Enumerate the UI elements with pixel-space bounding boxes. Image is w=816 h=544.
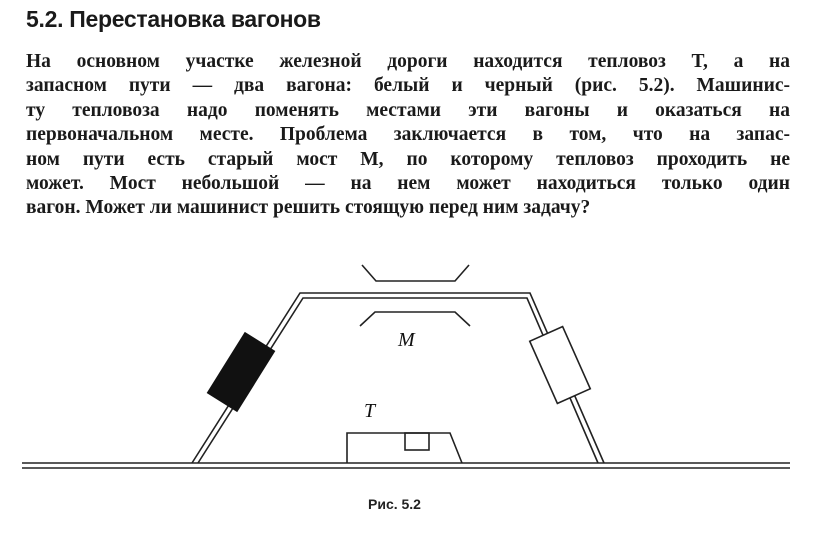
problem-text: На основном участке железной дороги нахо… xyxy=(26,50,790,221)
text-line: первоначальном месте. Проблема заключает… xyxy=(26,124,790,146)
locomotive-cab xyxy=(404,432,430,451)
text-line: ту тепловоза надо поменять местами эти в… xyxy=(26,99,790,121)
white-wagon xyxy=(528,325,592,405)
figure-caption: Рис. 5.2 xyxy=(368,496,421,512)
main-track xyxy=(22,462,790,469)
text-line: На основном участке железной дороги нахо… xyxy=(26,51,790,72)
bridge-lower-rail xyxy=(359,311,471,327)
siding-track-inner xyxy=(197,297,599,464)
text-line: запасном пути — два вагона: белый и черн… xyxy=(26,75,790,97)
bridge-upper-rail xyxy=(361,264,470,282)
bridge-label: M xyxy=(397,329,416,351)
text-line: вагон. Может ли машинист решить стоящую … xyxy=(26,197,591,219)
locomotive-body xyxy=(346,432,463,464)
black-wagon xyxy=(206,331,276,413)
section-title: 5.2. Перестановка вагонов xyxy=(26,6,321,32)
locomotive-label: T xyxy=(364,400,377,422)
text-line: может. Мост небольшой — на нем может нах… xyxy=(26,172,790,194)
text-line: ном пути есть старый мост M, по которому… xyxy=(26,148,790,170)
